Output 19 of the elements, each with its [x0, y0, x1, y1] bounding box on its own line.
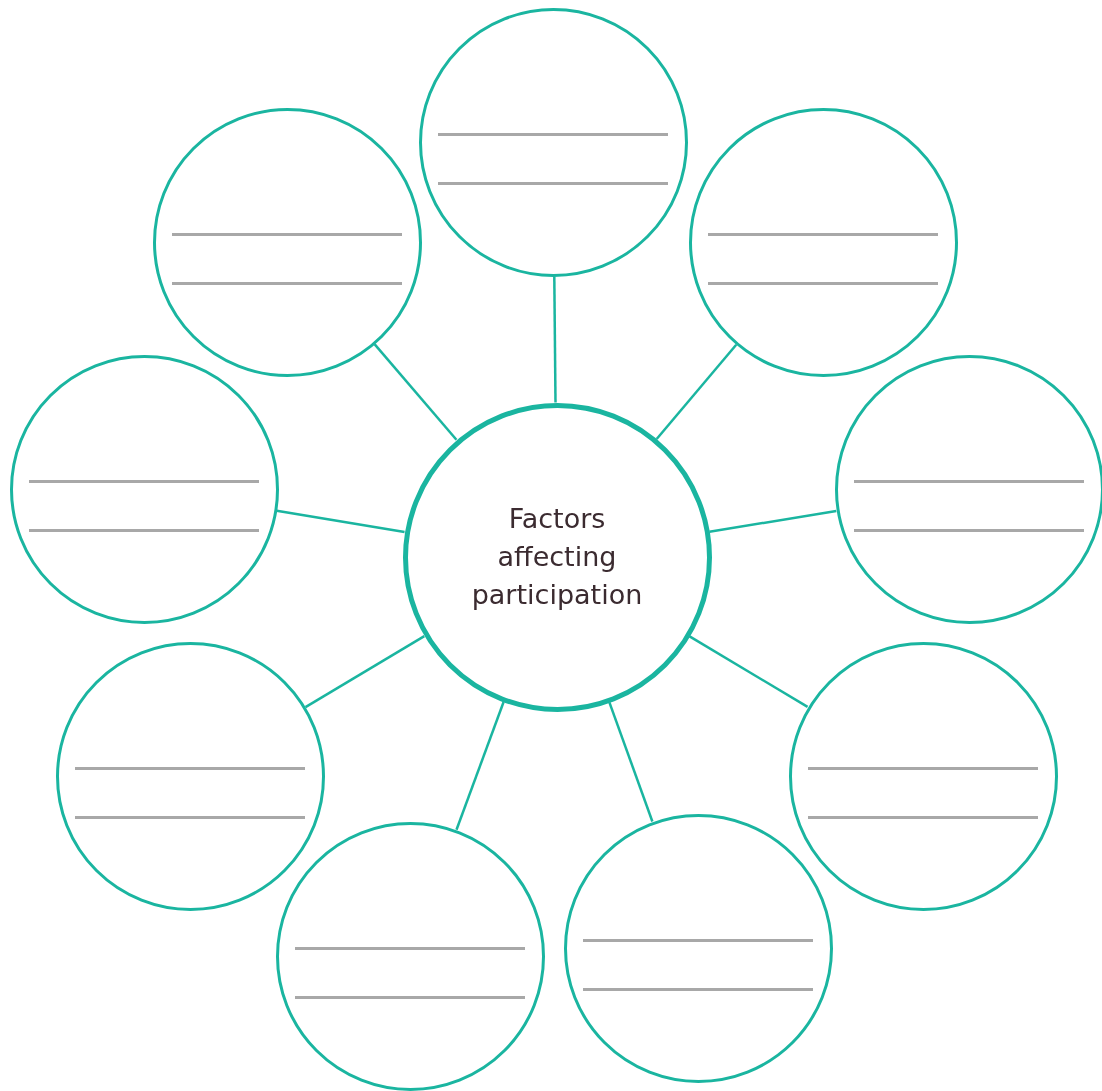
circle-node: [418, 7, 688, 277]
circle-node: [275, 821, 545, 1091]
connector-line: [455, 701, 505, 831]
circle-node: [55, 641, 325, 911]
circle-node: [152, 107, 422, 377]
connector-line: [276, 509, 405, 534]
circle-node: [402, 402, 712, 712]
connector-line: [688, 635, 809, 708]
circle-node: [563, 813, 833, 1083]
connector-line: [304, 635, 425, 709]
connector-line: [655, 343, 738, 440]
circle-node: [688, 107, 958, 377]
circle-node: [788, 641, 1058, 911]
circle-node: [9, 354, 279, 624]
connector-line: [373, 343, 458, 441]
connector-line: [608, 701, 654, 822]
connector-line: [709, 509, 837, 534]
node-title: Factors affecting participation: [470, 502, 644, 612]
connector-line: [553, 276, 557, 403]
